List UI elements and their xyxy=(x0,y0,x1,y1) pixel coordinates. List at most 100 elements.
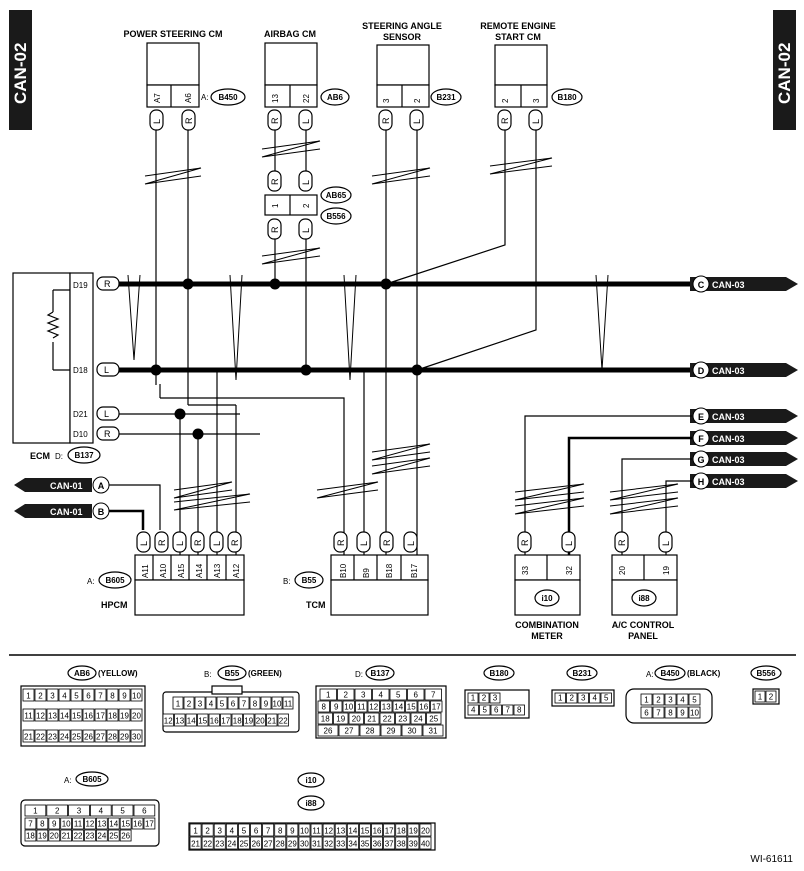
wire-color-tag: R xyxy=(381,117,391,124)
pin-number: 10 xyxy=(273,700,282,709)
pin-number: 5 xyxy=(483,706,488,715)
pin-number: 8 xyxy=(110,692,115,701)
pin-cell xyxy=(106,708,119,722)
connector-prefix: A: xyxy=(64,776,72,785)
pin-cell xyxy=(107,829,120,842)
pin-cell xyxy=(355,700,368,713)
pin-cell xyxy=(566,692,578,704)
combination-meter-label: METER xyxy=(531,631,563,641)
pin-cell xyxy=(225,836,238,850)
tcm-module: B10 B9 B18 B17 R L R L B: B55 TCM xyxy=(283,531,429,616)
connector-prefix: D: xyxy=(55,452,63,461)
connector-prefix: A: xyxy=(646,670,654,679)
wire-color-tag: L xyxy=(406,541,416,546)
bus-ref-B: CAN-01 B xyxy=(14,502,145,530)
pin-number: 23 xyxy=(48,733,57,742)
pin-cell xyxy=(201,823,214,837)
connector-label: B137 xyxy=(370,669,390,678)
pin-label: 22 xyxy=(302,94,311,103)
pin-label: B17 xyxy=(410,563,419,578)
pin-number: 21 xyxy=(267,717,276,726)
pin-number: 12 xyxy=(369,703,378,712)
pin-cell xyxy=(68,804,90,817)
pin-cell xyxy=(354,688,372,701)
pin-cell xyxy=(118,688,131,702)
pin-label: 1 xyxy=(271,203,280,208)
pin-cell xyxy=(119,817,132,830)
pin-label: A13 xyxy=(213,563,222,578)
pin-cell xyxy=(348,712,364,725)
pin-cell xyxy=(338,724,360,737)
pin-label: 20 xyxy=(618,566,627,575)
pin-number: 20 xyxy=(421,827,430,836)
pin-number: 11 xyxy=(357,703,366,712)
pin-number: 2 xyxy=(55,807,60,816)
wire-color-tag: L xyxy=(104,365,109,375)
pin-number: 3 xyxy=(668,696,673,705)
pin-cell xyxy=(46,804,68,817)
remote-engine-label: REMOTE ENGINE xyxy=(480,21,556,31)
pin-cell xyxy=(24,817,37,830)
pin-number: 4 xyxy=(99,807,104,816)
pin-cell xyxy=(271,696,283,710)
pin-cell xyxy=(337,688,355,701)
pin-number: 24 xyxy=(97,832,106,841)
wire-color-tag: R xyxy=(520,539,530,546)
pin-number: 15 xyxy=(72,712,81,721)
pin-number: 8 xyxy=(278,827,283,836)
pin-cell xyxy=(225,823,238,837)
pin-number: 8 xyxy=(40,820,45,829)
pin-cell xyxy=(172,696,184,710)
pin-cell xyxy=(358,836,371,850)
connector-label: B450 xyxy=(660,669,680,678)
pin-number: 2 xyxy=(344,691,349,700)
pin-number: 1 xyxy=(176,700,181,709)
pin-cell xyxy=(359,724,381,737)
pin-cell xyxy=(334,836,347,850)
pin-number: 17 xyxy=(96,712,105,721)
pin-label: A6 xyxy=(184,93,193,103)
pin-cell xyxy=(322,823,335,837)
steering-angle-label: SENSOR xyxy=(383,32,422,42)
pin-number: 15 xyxy=(198,717,207,726)
pin-number: 4 xyxy=(680,696,685,705)
pin-number: 4 xyxy=(209,700,214,709)
pin-cell xyxy=(22,688,35,702)
pin-number: 6 xyxy=(231,700,236,709)
pin-cell xyxy=(106,688,119,702)
pin-cell xyxy=(652,693,665,706)
wire-color-tag: L xyxy=(301,119,311,124)
connector-label: B605 xyxy=(82,775,102,784)
wire-color-tag: L xyxy=(212,541,222,546)
pin-cell xyxy=(333,712,349,725)
pin-number: 25 xyxy=(429,715,438,724)
pin-cell xyxy=(119,829,132,842)
pin-number: 5 xyxy=(396,691,401,700)
pin-cell xyxy=(424,688,442,701)
wire-color-tag: R xyxy=(500,117,510,124)
pin-cell xyxy=(260,696,272,710)
pin-cell xyxy=(334,823,347,837)
pin-cell xyxy=(48,817,61,830)
pin-cell xyxy=(96,829,108,842)
bus-ref-letter: C xyxy=(698,280,705,290)
pin-cell xyxy=(183,696,195,710)
pin-cell xyxy=(389,688,407,701)
pin-cell xyxy=(90,804,112,817)
pin-number: 1 xyxy=(558,694,563,703)
pin-cell xyxy=(513,704,525,716)
pin-cell xyxy=(322,836,335,850)
pin-cell xyxy=(317,712,333,725)
pin-number: 5 xyxy=(604,694,609,703)
pin-cell xyxy=(277,713,289,727)
pin-cell xyxy=(407,823,420,837)
pin-number: 29 xyxy=(288,840,297,849)
pin-cell xyxy=(419,823,432,837)
connector-color: (YELLOW) xyxy=(98,669,138,678)
pin-label: 2 xyxy=(413,98,422,103)
pin-cell xyxy=(688,706,701,719)
